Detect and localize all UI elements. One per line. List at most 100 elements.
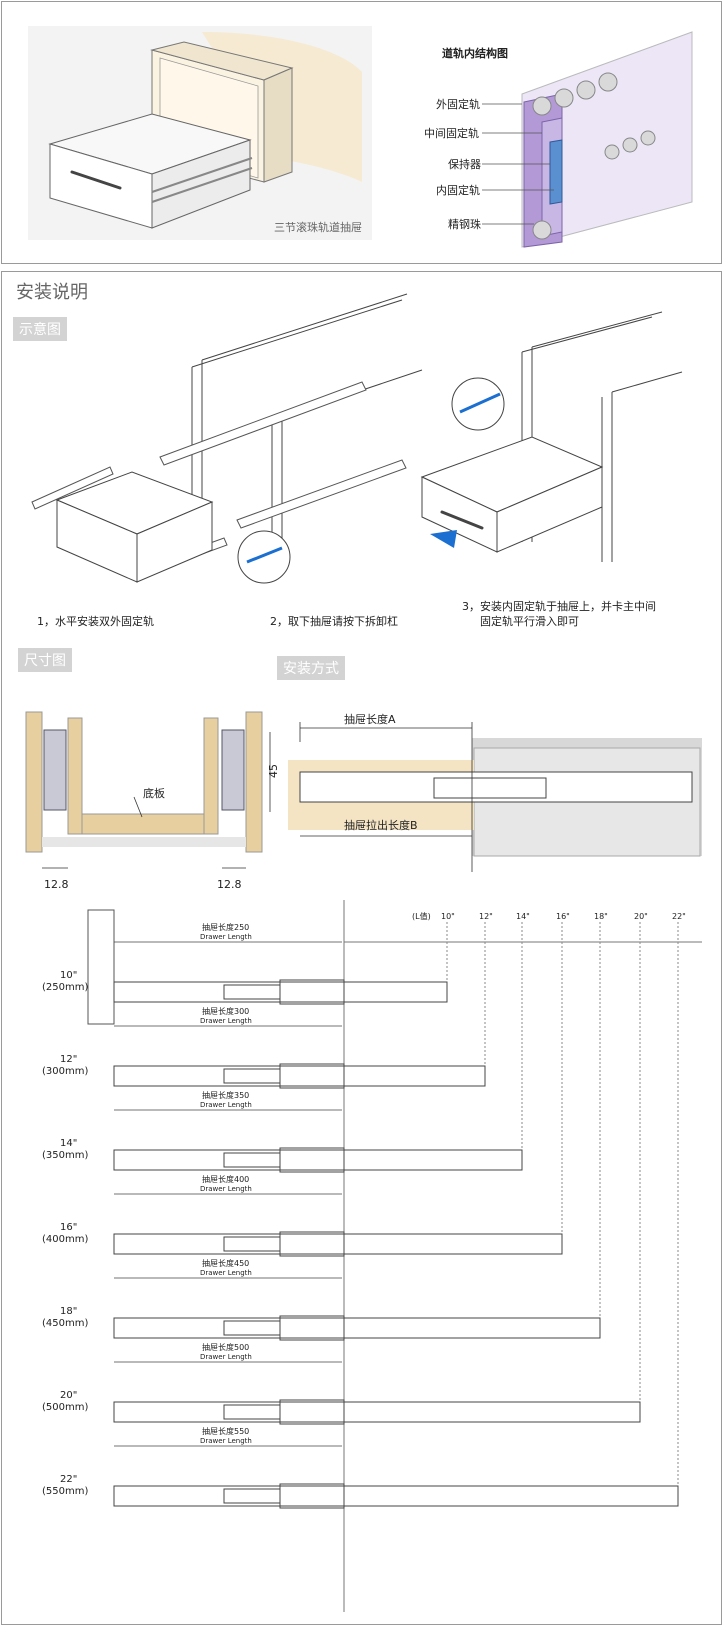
cabinet-side: [263, 67, 293, 183]
row-length-en-0: Drawer Length: [200, 933, 252, 941]
row-inch-4: 18": [60, 1306, 78, 1317]
row-length-cn-6: 抽屉长度550: [202, 1427, 250, 1436]
row-length-cn-1: 抽屉长度300: [202, 1007, 250, 1016]
row-length-cn-5: 抽屉长度500: [202, 1343, 250, 1352]
step3-caption-1: 3，安装内固定轨于抽屉上，并卡主中间: [462, 600, 656, 613]
highlight-box: [87, 909, 115, 1025]
slide-block-1: [279, 1063, 345, 1089]
slide-block-5: [279, 1399, 345, 1425]
bottom-board-label: 底板: [143, 787, 165, 800]
drawer-illustration: [28, 26, 372, 240]
row-mm-6: (550mm): [42, 1486, 89, 1497]
part-label-outer: 外固定轨: [436, 98, 480, 111]
install-title: 安装说明: [16, 282, 88, 303]
step3-caption-2: 固定轨平行滑入即可: [480, 615, 579, 628]
install-panel: 安装说明 示意图: [1, 271, 722, 1625]
drawer-caption: 三节滚珠轨道抽屉: [274, 221, 362, 234]
part-label-inner: 内固定轨: [436, 184, 480, 197]
slide-block-4: [279, 1315, 345, 1341]
drawer-side: [151, 139, 251, 229]
structure-title: 道轨内结构图: [442, 47, 508, 60]
row-mm-2: (350mm): [42, 1150, 89, 1161]
slide-carriage: [433, 777, 547, 799]
slide-block-6: [279, 1483, 345, 1509]
row-mm-5: (500mm): [42, 1402, 89, 1413]
row-inch-6: 22": [60, 1474, 78, 1485]
drawer-rail: [151, 157, 253, 203]
install-method-illustration: [288, 722, 702, 872]
blue-arrow-icon: [430, 530, 457, 548]
length-b-label: 抽屉拉出长度B: [344, 819, 418, 832]
step1-caption: 1，水平安装双外固定轨: [37, 615, 154, 628]
top-panel: 三节滚珠轨道抽屉 道轨内结构图 外固定轨 中间固定轨 保持器 内固定轨 精钢珠: [1, 1, 722, 264]
row-length-en-4: Drawer Length: [200, 1269, 252, 1277]
steel-balls: [532, 72, 656, 240]
slide-rail-4: [113, 1317, 601, 1339]
size-table: [87, 900, 702, 1612]
top-tick-4: 18": [594, 912, 608, 921]
row-length-cn-2: 抽屉长度350: [202, 1091, 250, 1100]
row-length-en-1: Drawer Length: [200, 1017, 252, 1025]
row-inch-1: 12": [60, 1054, 78, 1065]
row-length-cn-3: 抽屉长度400: [202, 1175, 250, 1184]
rail-backplate: [521, 31, 693, 248]
top-tick-3: 16": [556, 912, 570, 921]
row-inch-2: 14": [60, 1138, 78, 1149]
drawer-handle: [70, 170, 122, 190]
row-length-en-2: Drawer Length: [200, 1101, 252, 1109]
method-dims: [299, 722, 473, 872]
callout-lines: [482, 103, 554, 225]
slide-block-2: [279, 1147, 345, 1173]
dim-right-label: 12.8: [217, 878, 242, 891]
l-value-label: (L值): [412, 912, 431, 921]
right-rail-profile: [221, 729, 245, 811]
left-drawer-side: [67, 717, 83, 835]
part-label-balls: 精钢珠: [448, 218, 481, 231]
inner-rail-profile: [549, 139, 563, 205]
left-wall: [25, 711, 43, 853]
slide-rail-1: [113, 1065, 486, 1087]
tag-method: 安装方式: [277, 656, 345, 680]
slide-rail-2: [113, 1149, 523, 1171]
row-inch-0: 10": [60, 970, 78, 981]
slide-rail-3: [113, 1233, 563, 1255]
row-inch-3: 16": [60, 1222, 78, 1233]
install-steps-illustration: [31, 293, 683, 584]
length-a-label: 抽屉长度A: [344, 713, 396, 726]
row-length-cn-0: 抽屉长度250: [202, 923, 250, 932]
cross-section-illustration: [25, 711, 271, 869]
floor-shadow: [42, 837, 246, 847]
cross-dims: [42, 732, 271, 869]
row-mm-0: (250mm): [42, 982, 89, 993]
step1-drawer: [55, 471, 214, 583]
rail-structure-illustration: [482, 31, 693, 248]
left-rail-profile: [43, 729, 67, 811]
row-mm-3: (400mm): [42, 1234, 89, 1245]
tag-size: 尺寸图: [18, 648, 72, 672]
top-tick-2: 14": [516, 912, 530, 921]
row-length-cn-4: 抽屉长度450: [202, 1259, 250, 1268]
row-inch-5: 20": [60, 1390, 78, 1401]
tag-diagram: 示意图: [13, 317, 67, 341]
step3-detail: [451, 377, 505, 431]
slide-rail-5: [113, 1401, 641, 1423]
right-wall: [245, 711, 263, 853]
top-tick-6: 22": [672, 912, 686, 921]
right-drawer-side: [203, 717, 219, 835]
step2-caption: 2，取下抽屉请按下拆卸杠: [270, 615, 398, 628]
part-label-middle: 中间固定轨: [424, 127, 479, 140]
slide-block-3: [279, 1231, 345, 1257]
row-length-en-5: Drawer Length: [200, 1353, 252, 1361]
row-length-en-6: Drawer Length: [200, 1437, 252, 1445]
top-tick-1: 12": [479, 912, 493, 921]
slide-block-0: [279, 979, 345, 1005]
top-tick-5: 20": [634, 912, 648, 921]
row-length-en-3: Drawer Length: [200, 1185, 252, 1193]
top-tick-0: 10": [441, 912, 455, 921]
step2-detail: [237, 530, 291, 584]
bottom-board: [81, 813, 205, 835]
step1-rails: [31, 381, 407, 562]
dim-left-label: 12.8: [44, 878, 69, 891]
step3-drawer: [420, 436, 604, 553]
row-mm-1: (300mm): [42, 1066, 89, 1077]
